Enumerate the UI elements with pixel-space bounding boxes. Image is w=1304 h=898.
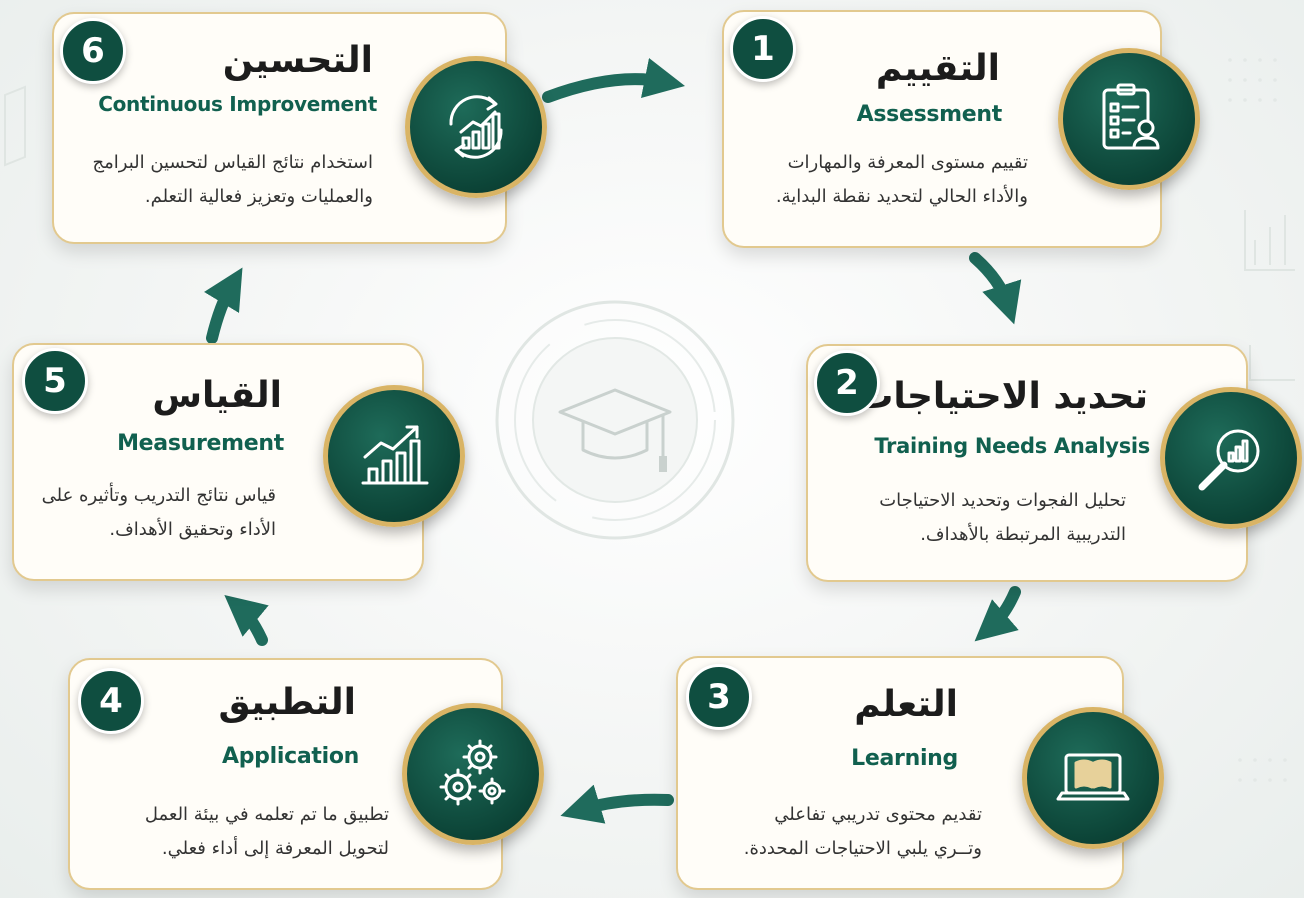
step-title-ar: القياس — [152, 375, 282, 416]
step-title-ar: التقييم — [875, 48, 1000, 89]
clipboard-checklist-icon — [1058, 48, 1200, 190]
step-title-en: Application — [221, 744, 359, 769]
step-description: تقديم محتوى تدريبي تفاعلي وتــري يلبي ال… — [743, 804, 982, 859]
arrow-5-to-6 — [204, 267, 243, 344]
step-title-ar: التحسين — [222, 40, 373, 81]
step-number-badge-2: 2 — [814, 350, 880, 416]
center-emblem — [495, 300, 735, 540]
step-title-en: Learning — [851, 746, 958, 771]
step-title-en: Measurement — [117, 431, 284, 456]
step-title-en: Assessment — [856, 102, 1003, 127]
step-number-badge-3: 3 — [686, 664, 752, 730]
magnifier-chart-icon — [1160, 387, 1302, 529]
graduation-cap-icon — [558, 388, 672, 460]
step-title-en: Training Needs Analysis — [874, 434, 1150, 458]
arrow-3-to-4 — [560, 784, 674, 824]
arrow-2-to-3 — [974, 586, 1021, 642]
step-title-ar: التطبيق — [218, 682, 356, 723]
step-description: تطبيق ما تم تعلمه في بيئة العمل لتحويل ا… — [144, 804, 389, 859]
gears-icon — [402, 703, 544, 845]
step-number-badge-1: 1 — [730, 16, 796, 82]
cycle-growth-icon — [405, 56, 547, 198]
step-description: قياس نتائج التدريب وتأثيره على الأداء وت… — [41, 485, 276, 540]
arrow-1-to-2 — [969, 252, 1022, 325]
step-title-en: Continuous Improvement — [98, 92, 377, 116]
step-description: استخدام نتائج القياس لتحسين البرامج والع… — [92, 152, 374, 207]
step-number-badge-6: 6 — [60, 18, 126, 84]
step-title-ar: تحديد الاحتياجات — [857, 376, 1148, 417]
step-number-badge-4: 4 — [78, 668, 144, 734]
step-description: تحليل الفجوات وتحديد الاحتياجات التدريبي… — [879, 490, 1126, 545]
step-title-ar: التعلم — [854, 684, 958, 725]
laptop-book-icon — [1022, 707, 1164, 849]
step-description: تقييم مستوى المعرفة والمهارات والأداء ال… — [775, 152, 1028, 207]
growth-chart-icon — [323, 385, 465, 527]
arrow-4-to-5 — [224, 594, 269, 646]
arrow-6-to-1 — [542, 58, 686, 103]
step-number-badge-5: 5 — [22, 348, 88, 414]
